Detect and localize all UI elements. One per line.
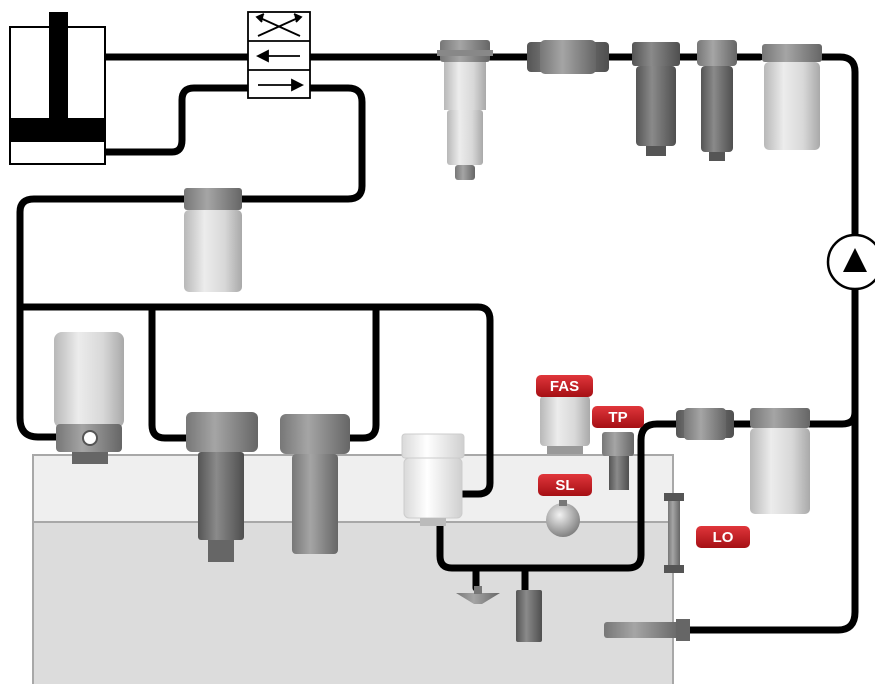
return-diffuser-pipe [604, 619, 690, 641]
inline-filter-right [676, 408, 734, 440]
fas-label: FAS [550, 378, 579, 395]
level-sight-gauge [664, 493, 684, 573]
pressure-filter-3 [697, 40, 737, 161]
pipe-cylinder-bottom [101, 84, 252, 156]
sl-label: SL [555, 477, 574, 494]
fas-sensor [540, 396, 590, 454]
pipe-branch-2 [344, 303, 380, 442]
diffuser [516, 590, 542, 642]
pressure-filter-1 [437, 40, 493, 180]
directional-valve-icon [247, 11, 311, 99]
tp-label: TP [608, 409, 627, 426]
return-filter-1 [186, 412, 258, 562]
temperature-probe [602, 432, 634, 490]
spin-on-filter-return [184, 188, 242, 292]
suction-strainer [456, 586, 500, 604]
spin-on-filter-right [750, 408, 810, 514]
spin-on-filter-top [762, 44, 822, 150]
tp-label-badge: TP [592, 406, 644, 428]
fas-label-badge: FAS [536, 375, 593, 397]
hydraulic-cylinder [9, 12, 106, 165]
lo-label-badge: LO [696, 526, 750, 548]
sl-label-badge: SL [538, 474, 592, 496]
pipe-branch-1 [148, 303, 194, 442]
pipe-tank-loop [436, 420, 684, 572]
tank-fluid [32, 521, 674, 684]
pipe-pump-return [684, 286, 859, 634]
lo-label: LO [713, 529, 734, 546]
return-filter-2 [280, 414, 350, 554]
pressure-filter-2 [632, 42, 680, 156]
return-filter-3 [401, 433, 465, 526]
inline-filter [527, 40, 609, 74]
tank-top-filter-left [54, 332, 124, 464]
pipe-return-header [16, 303, 494, 498]
pump-arrow-icon[interactable] [826, 233, 875, 291]
level-switch-float [546, 500, 580, 537]
cylinder-piston [10, 118, 105, 142]
cylinder-piston-rod [49, 12, 68, 120]
